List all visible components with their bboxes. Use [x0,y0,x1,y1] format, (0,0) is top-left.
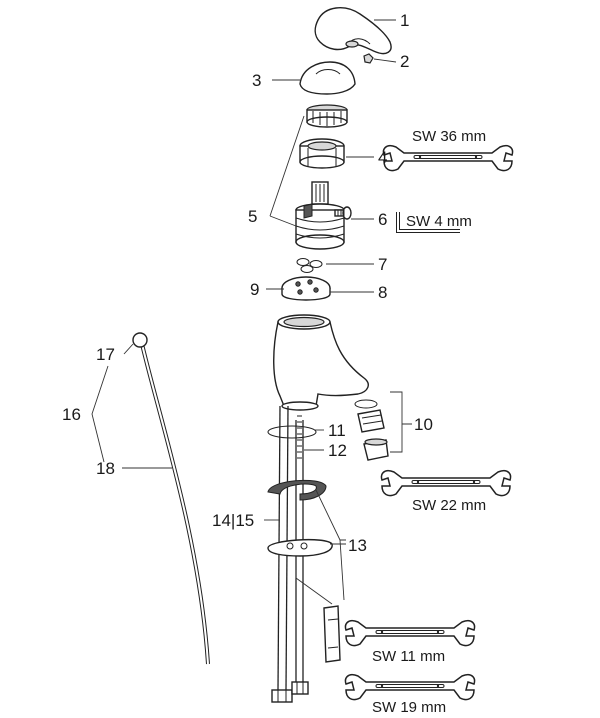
label-wrench-19mm: SW 19 mm [372,699,446,716]
label-part-8: 8 [378,283,387,302]
label-part-1: 1 [400,11,409,30]
label-part-10: 10 [414,415,433,434]
wrench-36mm [382,144,514,172]
cartridge-ring [306,104,348,128]
leader-lines [91,19,412,601]
label-part-12: 12 [328,441,347,460]
label-part-4: 4 [378,148,387,167]
hex-key-4mm [396,212,460,233]
label-part-5: 5 [248,207,257,226]
handle-lever [314,7,392,55]
label-part-9: 9 [250,280,259,299]
label-part-7: 7 [378,255,387,274]
lock-nut-tube [295,570,341,663]
label-part-3: 3 [252,71,261,90]
wrench-22mm [380,469,512,497]
label-wrench-22mm: SW 22 mm [412,497,486,514]
cartridge-screw [334,206,352,220]
label-part-14-15: 14|15 [212,511,254,530]
label-hex-key-4mm: SW 4 mm [406,213,472,230]
label-part-2: 2 [400,52,409,71]
cartridge [295,181,345,250]
label-part-11: 11 [328,421,346,440]
label-part-18: 18 [96,459,115,478]
label-part-6: 6 [378,210,387,229]
set-screw [363,53,374,64]
mounting-washer [267,479,333,557]
cap [299,61,356,95]
label-wrench-11mm: SW 11 mm [372,648,445,665]
label-wrench-36mm: SW 36 mm [412,128,486,145]
seal-disc [281,276,331,301]
label-part-13: 13 [348,536,367,555]
wrench-11mm [344,619,476,647]
base-o-ring [267,425,317,439]
faucet-body [273,314,369,411]
o-rings [296,258,323,273]
wrench-19mm [344,673,476,701]
cartridge-nut [299,138,345,169]
label-part-16: 16 [62,405,81,424]
aerator-set [354,399,389,461]
pull-rod [132,332,210,665]
label-part-17: 17 [96,345,115,364]
